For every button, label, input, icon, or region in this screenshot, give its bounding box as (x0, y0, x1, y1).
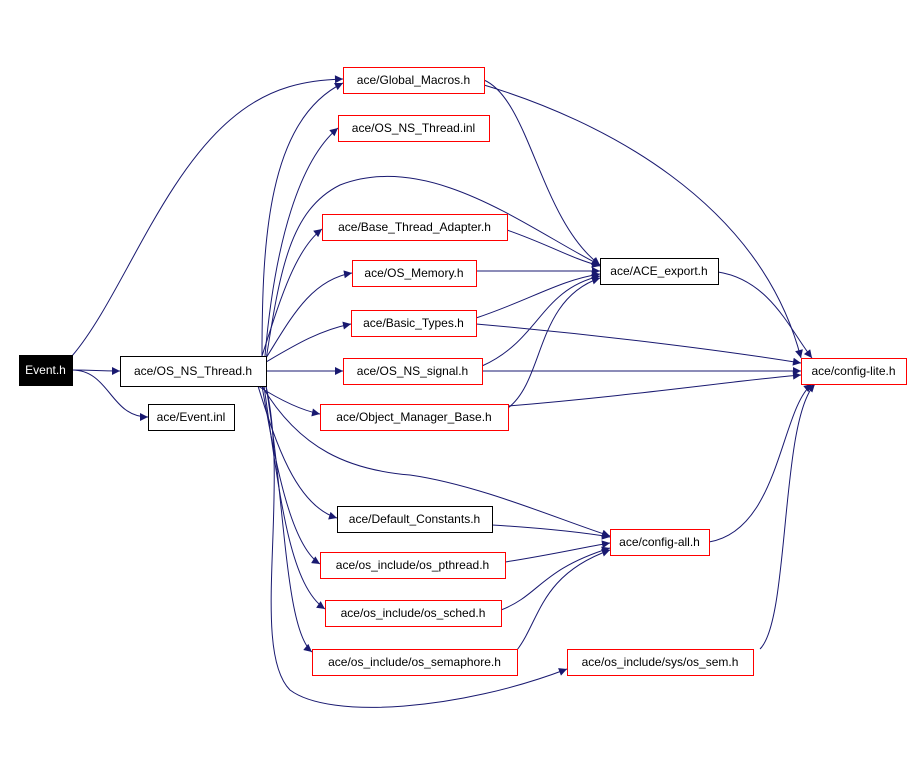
edge-global_macros-to-config_lite (483, 84, 803, 359)
node-os_ns_thread_h[interactable]: ace/OS_NS_Thread.h (120, 356, 267, 387)
edge-config_all-to-config_lite (708, 383, 813, 543)
node-label: ace/Object_Manager_Base.h (336, 410, 491, 424)
node-os_sem[interactable]: ace/os_include/sys/os_sem.h (567, 649, 754, 676)
node-label: ace/OS_Memory.h (364, 266, 463, 280)
node-label: ace/OS_NS_signal.h (357, 364, 468, 378)
edge-event_h-to-global_macros (71, 75, 344, 357)
node-box (600, 258, 719, 285)
node-label: Event.h (25, 363, 66, 377)
edge-os_ns_thread_h-to-os_sem (265, 385, 568, 708)
node-event_h[interactable]: Event.h (19, 355, 73, 386)
edge-os_ns_thread_h-to-default_constants (257, 385, 338, 520)
edges-layer (71, 75, 816, 708)
node-os_ns_thread_inl[interactable]: ace/OS_NS_Thread.inl (338, 115, 490, 142)
node-label: ace/OS_NS_Thread.h (134, 364, 252, 378)
edge-os_ns_thread_h-to-os_semaphore (265, 385, 313, 653)
node-global_macros[interactable]: ace/Global_Macros.h (343, 67, 485, 94)
node-default_constants[interactable]: ace/Default_Constants.h (337, 506, 493, 533)
node-label: ace/os_include/os_sched.h (341, 606, 486, 620)
node-label: ace/ACE_export.h (610, 264, 707, 278)
edge-os_pthread-to-config_all (504, 540, 611, 563)
node-object_manager_base[interactable]: ace/Object_Manager_Base.h (320, 404, 509, 431)
edge-os_sem-to-config_lite (759, 383, 816, 650)
edge-default_constants-to-config_all (491, 524, 611, 540)
edge-basic_types-to-ace_export (475, 271, 601, 319)
node-label: ace/Global_Macros.h (357, 73, 470, 87)
edge-os_ns_thread_h-to-os_pthread (261, 385, 321, 565)
node-box (343, 358, 483, 385)
node-box (320, 552, 506, 579)
node-config_all[interactable]: ace/config-all.h (610, 529, 710, 556)
node-os_pthread[interactable]: ace/os_include/os_pthread.h (320, 552, 506, 579)
node-event_inl[interactable]: ace/Event.inl (148, 404, 235, 431)
edge-os_ns_thread_h-to-ace_export (265, 175, 601, 361)
edge-basic_types-to-config_lite (475, 323, 802, 366)
edge-os_ns_thread_h-to-os_ns_thread_inl (264, 127, 339, 357)
node-box (338, 115, 490, 142)
edge-ace_export-to-config_lite (717, 271, 813, 359)
nodes-layer: Event.h ace/OS_NS_Thread.h ace/Event.inl ac… (19, 67, 907, 676)
node-box (351, 310, 477, 337)
node-label: ace/Base_Thread_Adapter.h (338, 220, 491, 234)
edge-os_ns_thread_h-to-os_sched (263, 385, 326, 610)
node-label: ace/config-lite.h (811, 364, 895, 378)
edge-os_sched-to-config_all (500, 546, 611, 611)
node-box (322, 214, 508, 241)
node-label: ace/OS_NS_Thread.inl (352, 121, 475, 135)
node-label: ace/os_include/os_semaphore.h (328, 655, 501, 669)
node-os_semaphore[interactable]: ace/os_include/os_semaphore.h (312, 649, 518, 676)
node-label: ace/Default_Constants.h (349, 512, 480, 526)
edge-object_manager_base-to-config_lite (507, 371, 802, 407)
node-box (352, 260, 477, 287)
node-box (567, 649, 754, 676)
node-label: ace/os_include/sys/os_sem.h (582, 655, 739, 669)
node-os_ns_signal[interactable]: ace/OS_NS_signal.h (343, 358, 483, 385)
edge-os_ns_thread_h-to-base_thread_adapter (261, 228, 323, 357)
node-box (148, 404, 235, 431)
node-os_sched[interactable]: ace/os_include/os_sched.h (325, 600, 502, 627)
node-label: ace/Basic_Types.h (363, 316, 464, 330)
edge-event_h-to-event_inl (71, 369, 149, 421)
node-config_lite[interactable]: ace/config-lite.h (801, 358, 907, 385)
node-box (312, 649, 518, 676)
node-ace_export[interactable]: ace/ACE_export.h (600, 258, 719, 285)
node-box (320, 404, 509, 431)
node-box (343, 67, 485, 94)
node-box (801, 358, 907, 385)
edge-os_ns_thread_h-to-global_macros (261, 82, 344, 357)
edge-os_ns_thread_h-to-basic_types (265, 321, 352, 363)
node-box (610, 529, 710, 556)
edge-os_ns_thread_h-to-config_all (261, 385, 611, 538)
node-label: ace/config-all.h (619, 535, 700, 549)
edge-base_thread_adapter-to-ace_export (506, 229, 601, 268)
node-os_memory[interactable]: ace/OS_Memory.h (352, 260, 477, 287)
node-box (325, 600, 502, 627)
node-box (337, 506, 493, 533)
edge-os_semaphore-to-config_all (516, 548, 611, 651)
edge-global_macros-to-ace_export (483, 79, 601, 266)
node-label: ace/Event.inl (157, 410, 226, 424)
node-box (120, 356, 267, 387)
edge-os_ns_thread_h-to-os_memory (265, 270, 353, 359)
edge-object_manager_base-to-ace_export (507, 276, 601, 409)
node-box (19, 355, 73, 386)
node-label: ace/os_include/os_pthread.h (336, 558, 489, 572)
node-base_thread_adapter[interactable]: ace/Base_Thread_Adapter.h (322, 214, 508, 241)
node-basic_types[interactable]: ace/Basic_Types.h (351, 310, 477, 337)
edge-os_ns_signal-to-ace_export (481, 273, 601, 367)
